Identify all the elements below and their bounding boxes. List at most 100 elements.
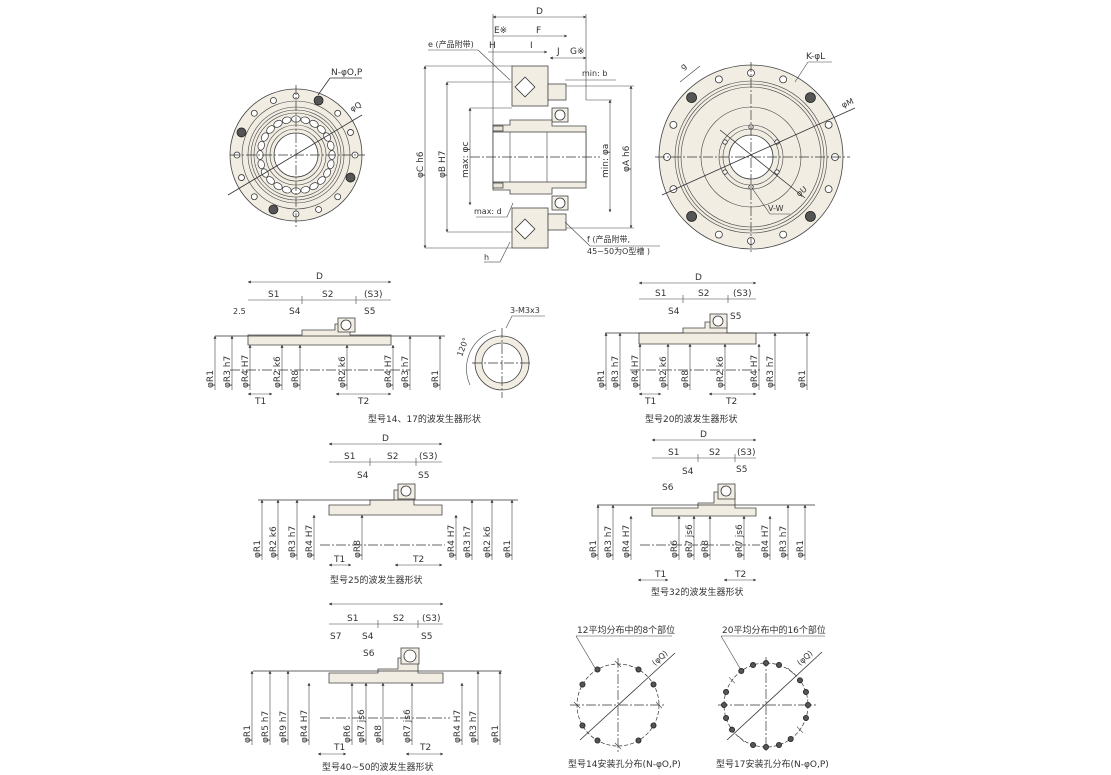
vertical-dim-label: φR1	[503, 540, 513, 558]
caption: 型号20的波发生器形状	[645, 413, 737, 425]
vertical-dim-label: φR8	[291, 370, 301, 388]
vertical-dim-label: φR1	[206, 370, 216, 388]
e-note: e (产品附带)	[428, 39, 474, 49]
dim-S6: S6	[662, 483, 674, 493]
vertical-dim-label: φR7 js6	[685, 524, 695, 558]
vertical-dim-label: φR7 js6	[357, 709, 367, 743]
note: 20平均分布中的16个部位	[722, 624, 826, 636]
dim-S5: S5	[730, 312, 741, 322]
dim-S1: S1	[268, 290, 279, 300]
dim-I: I	[530, 41, 533, 51]
vertical-dim-label: φR1	[253, 540, 263, 558]
vertical-dim-label: φR1	[796, 540, 806, 558]
vertical-dim-label: φR4 H7	[622, 525, 632, 558]
dim-S1: S1	[344, 452, 355, 462]
dim-T1: T1	[654, 570, 666, 580]
dim-S2: S2	[322, 290, 333, 300]
wave-generator-ring: 3-M3x3 120°	[455, 306, 545, 398]
dim-S2: S2	[393, 614, 404, 624]
hole-pattern-17: 20平均分布中的16个部位 (φQ) 型号17安装孔分布(N-φO,P)	[716, 624, 829, 770]
dim-S1: S1	[655, 289, 666, 299]
caption: 型号32的波发生器形状	[651, 586, 743, 598]
dim-2-5: 2.5	[233, 307, 246, 316]
dim-D: D	[695, 273, 702, 283]
k-l-label: K-φL	[806, 52, 825, 62]
dim-D: D	[382, 434, 389, 444]
dim-T2: T2	[725, 397, 737, 407]
dim-D: D	[700, 430, 707, 440]
left-front-view: N-φO,P φQ	[227, 68, 365, 228]
dim-T2: T2	[412, 555, 424, 565]
dim-S3: (S3)	[422, 614, 440, 624]
vertical-dim-label: φR3 h7	[288, 526, 298, 558]
vertical-dim-label: φR6	[670, 540, 680, 558]
dim-F: F	[536, 26, 541, 36]
caption: 型号14安装孔分布(N-φO,P)	[568, 758, 681, 770]
dim-T2: T2	[357, 397, 369, 407]
dim-S2: S2	[387, 452, 398, 462]
dim-T1: T1	[333, 743, 345, 753]
vertical-dim-label: φR7 js6	[403, 709, 413, 743]
q-label: (φQ)	[795, 649, 814, 668]
vertical-dim-label: φR2 k6	[659, 356, 669, 388]
caption: 型号40~50的波发生器形状	[322, 761, 433, 773]
vertical-dim-label: φR8	[701, 540, 711, 558]
dim-S3: (S3)	[737, 448, 755, 458]
f-note-2: 45~50为O型槽 )	[587, 246, 650, 256]
vertical-dim-label: φR3 h7	[469, 711, 479, 743]
q-label: (φQ)	[650, 649, 669, 668]
vertical-dim-label: φR1	[589, 540, 599, 558]
dim-g: g	[679, 61, 689, 71]
vertical-dim-label: φR4 H7	[305, 525, 315, 558]
caption: 型号17安装孔分布(N-φO,P)	[716, 758, 829, 770]
dim-S3: (S3)	[733, 289, 751, 299]
dim-S1: S1	[668, 448, 679, 458]
dim-S6: S6	[363, 649, 375, 659]
vertical-dim-label: φR8	[681, 370, 691, 388]
dim-T2: T2	[734, 570, 746, 580]
dim-D: D	[316, 272, 323, 282]
caption: 型号14、17的波发生器形状	[368, 413, 481, 425]
hole-pattern-14: 12平均分布中的8个部位 (φQ) 型号14安装孔分布(N-φO,P)	[568, 624, 681, 770]
vertical-dim-label: φR3 h7	[766, 356, 776, 388]
caption: 型号25的波发生器形状	[330, 574, 422, 586]
dim-S4: S4	[682, 467, 694, 477]
dim-T1: T1	[333, 555, 345, 565]
dim-h: h	[484, 253, 489, 262]
phi-M: φM	[840, 97, 855, 110]
dim-D: D	[536, 7, 543, 17]
dim-S7: S7	[330, 632, 341, 642]
vertical-dim-label: φR2 k6	[338, 356, 348, 388]
q-label: φQ	[349, 100, 364, 114]
dim-T1: T1	[254, 397, 266, 407]
min-b: min: b	[582, 69, 607, 78]
max-c: max: φc	[461, 142, 471, 178]
dim-S4: S4	[357, 471, 369, 481]
phi-B-H7: φB H7	[438, 151, 448, 178]
dim-E: E※	[494, 26, 507, 36]
k-l-holes	[663, 69, 839, 245]
vertical-dim-label: φR1	[798, 370, 808, 388]
dim-H: H	[489, 41, 496, 51]
bolt-holes	[233, 92, 359, 218]
vertical-dim-label: φR4 H7	[750, 355, 760, 388]
min-a: min: φa	[601, 144, 611, 178]
vertical-dim-label: φR4 H7	[761, 525, 771, 558]
vertical-dim-label: φR3 h7	[779, 526, 789, 558]
vertical-dim-label: φR4 H7	[241, 355, 251, 388]
dim-T1: T1	[644, 397, 656, 407]
vertical-dim-label: φR3 h7	[223, 356, 233, 388]
vertical-dim-label: φR4 H7	[384, 355, 394, 388]
vertical-dim-label: φR1	[597, 370, 607, 388]
vertical-dim-label: φR8	[353, 540, 363, 558]
note: 12平均分布中的8个部位	[577, 624, 675, 636]
dim-S5: S5	[418, 471, 429, 481]
vertical-dim-label: φR4 H7	[631, 355, 641, 388]
v-w-label: V-W	[768, 204, 784, 213]
vertical-dim-label: φR3 h7	[401, 356, 411, 388]
vertical-dim-label: φR3 h7	[463, 526, 473, 558]
vertical-dim-label: φR1	[431, 370, 441, 388]
